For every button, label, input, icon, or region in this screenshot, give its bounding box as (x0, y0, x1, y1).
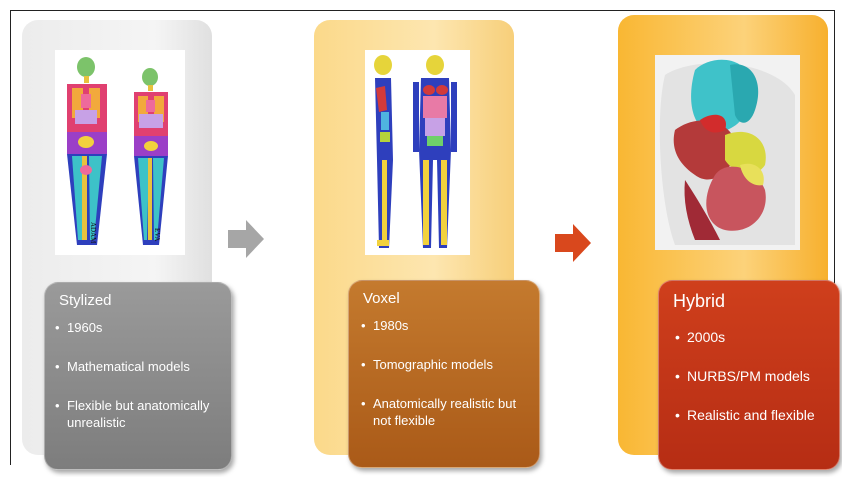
frame-left-line (10, 10, 11, 465)
stylized-panel: Stylized 1960s Mathematical models Flexi… (44, 282, 232, 470)
hybrid-bullet-property: Realistic and flexible (675, 407, 840, 424)
hybrid-bullets: 2000s NURBS/PM models Realistic and flex… (675, 329, 840, 446)
stylized-title: Stylized (59, 292, 112, 309)
hybrid-phantom-image (655, 55, 800, 250)
voxel-bullet-era: 1980s (361, 317, 536, 334)
voxel-bullets: 1980s Tomographic models Anatomically re… (361, 317, 536, 451)
hybrid-panel: Hybrid 2000s NURBS/PM models Realistic a… (658, 280, 840, 470)
stylized-phantoms-figure: ADAM EVA (67, 57, 168, 245)
voxel-front-phantom (413, 55, 457, 248)
voxel-bullet-model: Tomographic models (361, 356, 536, 373)
arrow-stylized-to-voxel (228, 220, 264, 258)
stylized-bullets: 1960s Mathematical models Flexible but a… (55, 319, 230, 453)
stylized-bullet-era: 1960s (55, 319, 230, 336)
voxel-bullet-property: Anatomically realistic but not flexible (361, 395, 536, 429)
voxel-phantoms-image (365, 50, 470, 255)
frame-right-line (834, 10, 835, 465)
voxel-phantoms-figure (374, 55, 457, 248)
hybrid-organ-render (659, 59, 795, 245)
adam-label: ADAM (89, 222, 97, 244)
stylized-bullet-model: Mathematical models (55, 358, 230, 375)
adam-phantom (67, 57, 107, 245)
eva-label: EVA (153, 228, 161, 241)
frame-top-line (10, 10, 835, 11)
eva-phantom (134, 68, 168, 245)
stylized-phantoms-image: ADAM EVA (55, 50, 185, 255)
hybrid-bullet-model: NURBS/PM models (675, 368, 840, 385)
arrow-voxel-to-hybrid (555, 224, 591, 262)
stylized-bullet-property: Flexible but anatomically unrealistic (55, 397, 230, 431)
voxel-title: Voxel (363, 290, 400, 307)
voxel-panel: Voxel 1980s Tomographic models Anatomica… (348, 280, 540, 468)
hybrid-bullet-era: 2000s (675, 329, 840, 346)
hybrid-title: Hybrid (673, 291, 726, 311)
voxel-side-phantom (374, 55, 393, 248)
